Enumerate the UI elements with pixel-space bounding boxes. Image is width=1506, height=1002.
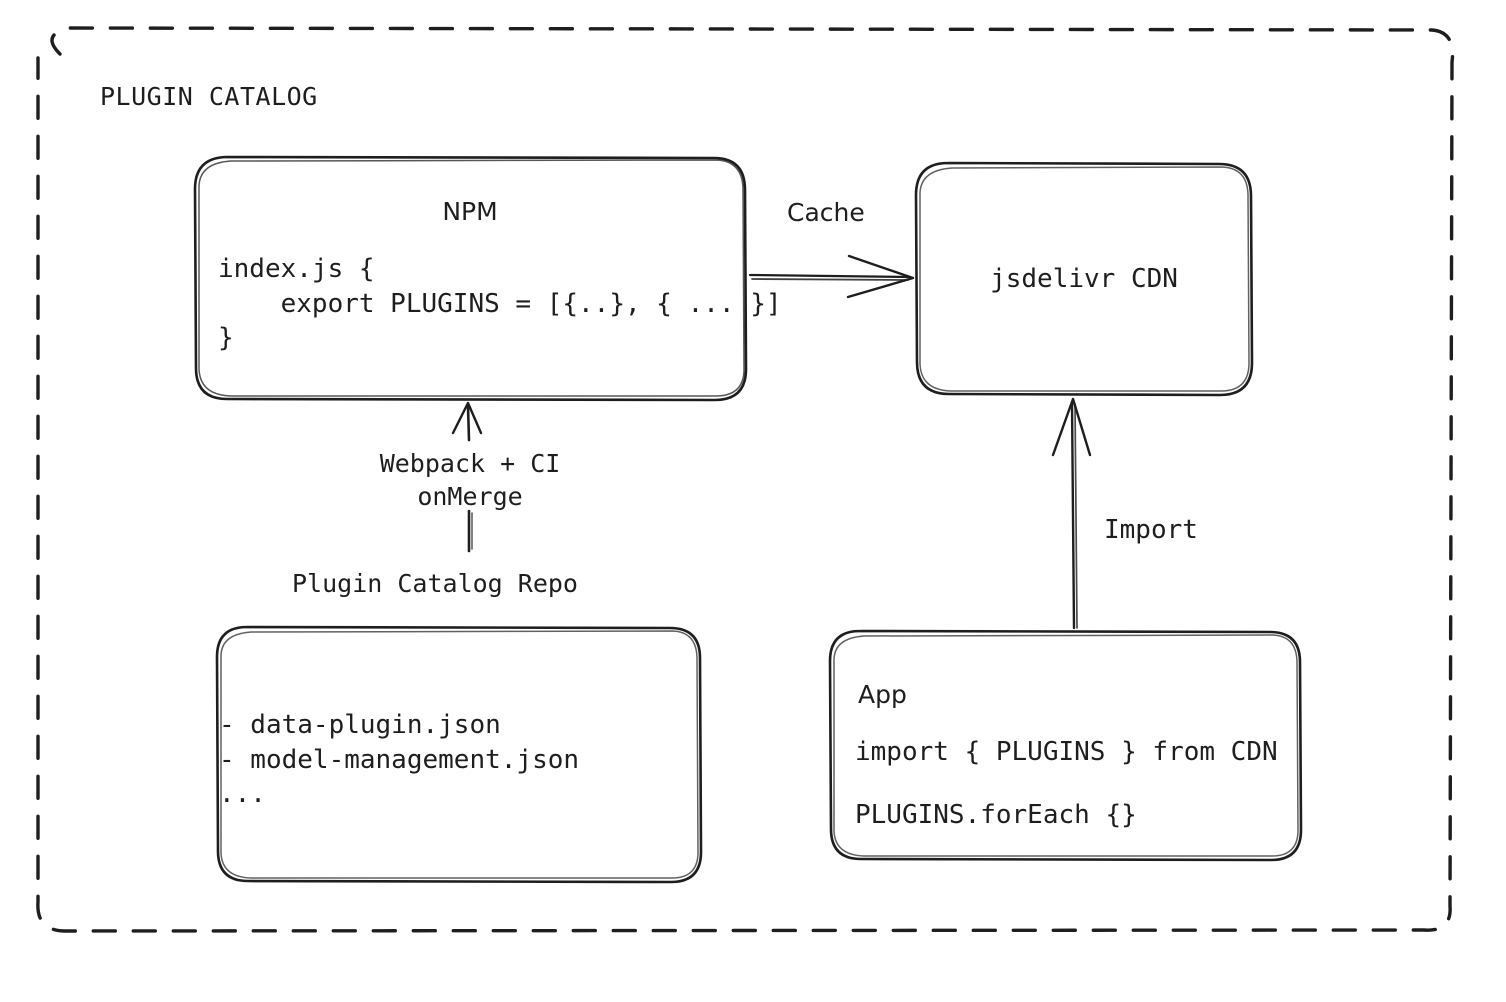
cdn-node-title: jsdelivr CDN (990, 264, 1178, 294)
edge-cache-arrowhead (846, 254, 915, 299)
app-node-import-line: import { PLUGINS } from CDN (855, 737, 1278, 767)
app-node-foreach-line: PLUGINS.forEach {} (855, 800, 1137, 830)
edge-label-import: Import (1104, 515, 1198, 545)
edge-import-arrowhead (1051, 397, 1092, 457)
edge-import-line-a (1070, 400, 1076, 630)
edge-import-line-b (1074, 403, 1078, 629)
app-node-title: App (858, 680, 907, 709)
edge-webpack-arrowhead (451, 401, 483, 435)
npm-node-code: index.js { export PLUGINS = [{..}, { ...… (218, 254, 782, 354)
edge-label-webpack: Webpack + CI onMerge (379, 449, 561, 511)
container-title: PLUGIN CATALOG (100, 82, 318, 111)
npm-node-title: NPM (442, 197, 498, 226)
edge-webpack-line-upper (466, 404, 471, 442)
edge-label-cache: Cache (787, 198, 865, 227)
repo-node-body: - data-plugin.json - model-management.js… (219, 710, 580, 810)
repo-node-caption: Plugin Catalog Repo (292, 569, 578, 598)
